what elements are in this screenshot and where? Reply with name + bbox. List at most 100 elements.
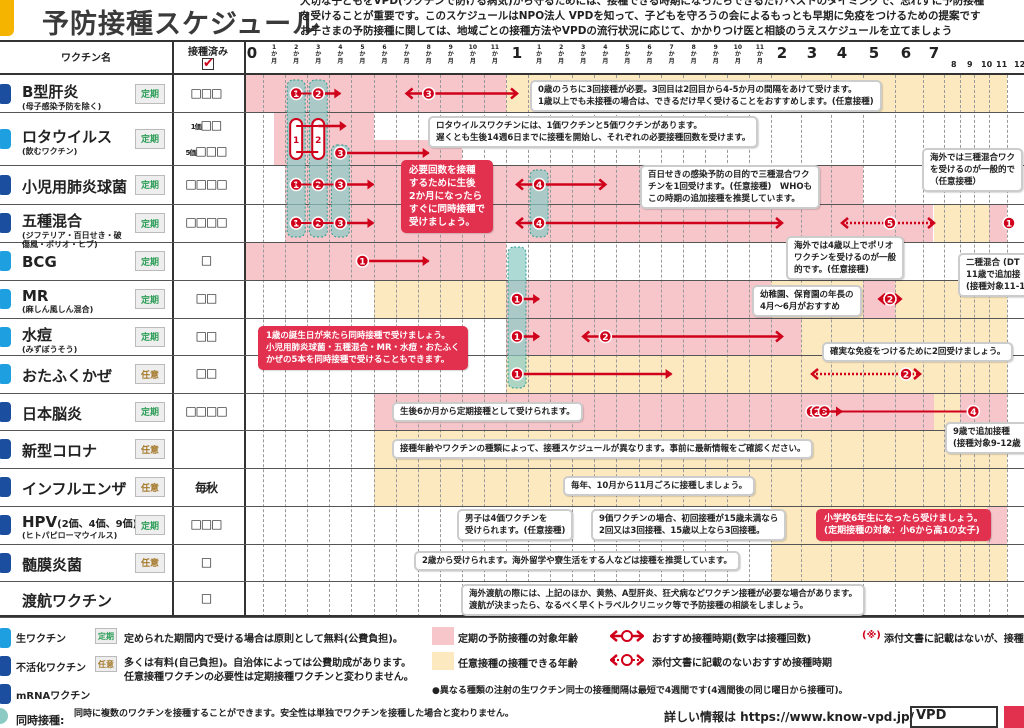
legend-recommended: おすすめ接種時期(数字は接種回数): [652, 634, 812, 645]
done-checkboxes[interactable]: □□: [195, 291, 218, 305]
age-tick-label: 10: [981, 60, 993, 69]
done-checkboxes[interactable]: □□: [195, 366, 218, 380]
dose-marker: [966, 404, 981, 419]
dose-marker: [510, 292, 524, 306]
age-tick-label: 7: [928, 44, 940, 62]
callout-flu: 毎年、10月から11月ごろに接種しましょう。: [563, 476, 756, 496]
row-divider: [0, 165, 1024, 166]
done-checkboxes[interactable]: 5価□□□: [172, 144, 240, 158]
dose-number: 2: [315, 136, 321, 146]
dose-number: 3: [821, 408, 827, 418]
mrna-vaccine-icon: [0, 439, 11, 459]
more-info-link[interactable]: 詳しい情報は https://www.know-vpd.jp/: [664, 710, 915, 724]
done-checkboxes[interactable]: □□□□: [185, 215, 227, 229]
search-button[interactable]: [1004, 706, 1024, 728]
vaccine-name-label: インフルエンザ: [22, 480, 127, 498]
callout-line: 1歳以上でも未接種の場合は、できるだけ早く受けることをおすすめします。(任意接種…: [538, 97, 874, 107]
grid-line: [594, 75, 596, 617]
callout-line: 受けられます。(任意接種): [465, 526, 566, 536]
done-checkboxes[interactable]: □: [200, 253, 212, 267]
table-row: HPV(2価、4価、9価)(ヒトパピローマウイルス)定期□□□: [0, 506, 244, 544]
vaccine-subtitle: (ヒトパピローマウイルス): [22, 531, 118, 540]
callout-line: 男子は4価ワクチンを: [465, 514, 548, 524]
callout-line: するために生後: [409, 178, 476, 189]
dose-number: 2: [315, 220, 321, 230]
arrow-head: [877, 293, 887, 305]
inactive-vaccine-icon: [0, 552, 11, 573]
legend-nini-band: 任意接種の接種できる年齢: [458, 659, 578, 670]
vaccine-name: インフルエンザ: [22, 478, 127, 499]
callout-hpv-girls: 小学校6年生になったら受けましょう。(定期接種の対象：小6から高1の女子): [816, 509, 991, 541]
done-checkboxes[interactable]: 毎秋: [194, 481, 218, 495]
vaccine-name-label: 髄膜炎菌: [22, 555, 83, 574]
callout-rota: ロタウイルスワクチンには、1価ワクチンと5価ワクチンがあります。遅くとも生後14…: [428, 116, 759, 148]
table-row: 五種混合(ジフテリア・百日せき・破傷風・ポリオ・ヒブ)定期□□□□: [0, 204, 244, 249]
intro-line: を受けることが重要です。このスケジュールはNPO法人 VPDを知って、子どもを守…: [300, 10, 981, 22]
legend-teiki-band: 定期の予防接種の対象年齢: [458, 634, 578, 645]
badge-teiki: 定期: [135, 289, 165, 309]
row-divider: [0, 242, 1024, 243]
done-checkboxes[interactable]: □□□: [190, 517, 222, 531]
vaccine-name: 水痘(みずぼうそう): [22, 324, 77, 354]
dose-marker: [883, 292, 897, 306]
table-row: 日本脳炎定期□□□□: [0, 393, 244, 430]
callout-line: (接種対象11-1: [966, 282, 1024, 292]
inactive-vaccine-icon: [0, 83, 11, 104]
done-checkboxes[interactable]: □□□□: [185, 176, 227, 191]
vaccine-name-label: 五種混合: [22, 212, 83, 230]
vaccine-name-extra: (2価、4価、9価): [57, 519, 138, 530]
arrow-head: [810, 368, 819, 380]
done-checkboxes[interactable]: □□□: [190, 85, 222, 100]
callout-line: 0歳のうちに3回接種が必要。3回目は2回目から4-5か月の間隔をあけて受けます。: [538, 85, 857, 95]
callout-line: 1歳の誕生日が来たら同時接種で受けましょう。: [266, 331, 450, 341]
callout-dtap-abroad: 海外では三種混合ワクを受けるのが一般的で（任意接種）: [922, 148, 1024, 192]
vaccine-name-label: 渡航ワクチン: [22, 592, 113, 610]
vaccine-name-label: MR: [22, 287, 49, 305]
done-checkboxes[interactable]: 1価□□: [172, 118, 240, 132]
legend-inactive: 不活化ワクチン: [16, 663, 86, 674]
dose-number: 3: [426, 90, 432, 100]
check-mark-icon: ✔: [202, 56, 214, 71]
teiki-band-swatch: [432, 627, 454, 645]
row-divider: [0, 581, 1024, 582]
callout-line: ワクチンを受けるのが一般: [794, 253, 897, 263]
arrow-head: [422, 256, 430, 266]
vaccine-name: BCG: [22, 252, 57, 271]
callout-first-birthday: 1歳の誕生日が来たら同時接種で受けましょう。小児用肺炎球菌・五種混合・MR・水痘…: [258, 326, 468, 370]
vaccine-name: 髄膜炎菌: [22, 554, 82, 575]
grid-line: [572, 75, 574, 617]
done-checkboxes[interactable]: □: [200, 554, 212, 569]
dose-marker: [333, 146, 348, 160]
badge-teiki: 定期: [135, 128, 165, 149]
legend-simultaneous-text: 同時に複数のワクチンを接種することができます。安全性は単独でワクチンを接種した場…: [74, 709, 514, 719]
grid-line: [801, 75, 802, 617]
grid-line: [483, 75, 485, 617]
done-checkboxes[interactable]: □: [200, 591, 212, 605]
done-checkboxes[interactable]: □□: [195, 328, 218, 343]
table-row: 渡航ワクチン □: [0, 581, 244, 617]
dose-number: 4: [970, 408, 976, 418]
checkbox-group[interactable]: □□□: [195, 143, 227, 158]
vaccine-name: 五種混合(ジフテリア・百日せき・破傷風・ポリオ・ヒブ): [22, 210, 122, 249]
callout-line: 海外では4歳以上でポリオ: [794, 241, 894, 251]
inactive-vaccine-icon: [0, 477, 11, 497]
callout-polio: 海外では4歳以上でポリオワクチンを受けるのが一般的です。(任意接種): [786, 236, 905, 280]
row-divider: [0, 468, 1024, 469]
table-row: インフルエンザ任意 毎秋: [0, 468, 244, 506]
dose-marker: [510, 367, 524, 381]
dose-number: 1: [359, 258, 365, 268]
live-vaccine-icon: [0, 628, 11, 648]
age-tick-label: 0: [246, 44, 258, 62]
checkbox-group[interactable]: □□: [200, 117, 223, 132]
badge-nini: 任意: [135, 364, 165, 384]
recommended-arrow-icon: [610, 630, 644, 666]
badge-nini: 任意: [135, 477, 165, 497]
done-checkboxes[interactable]: □□□□: [185, 403, 227, 418]
